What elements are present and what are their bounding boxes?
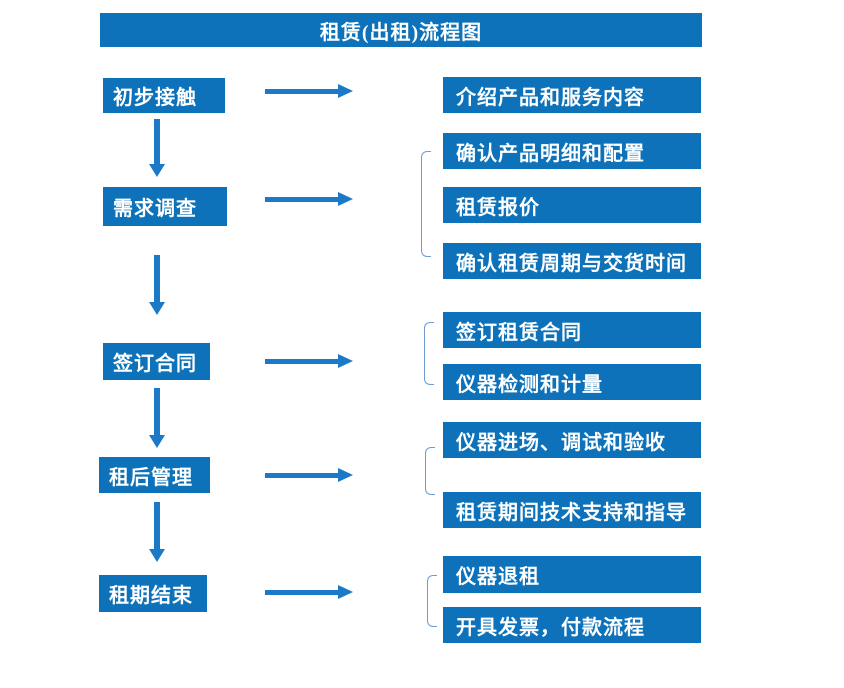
stage-box-sign-contract: 签订合同 [103,343,210,380]
arrow-down-shaft [154,502,160,549]
left-bracket-icon [425,447,435,495]
arrow-right-shaft [265,196,338,202]
arrow-down-head [149,549,165,562]
arrow-right-head [338,84,353,98]
arrow-right-head [338,354,353,368]
arrow-right-shaft [265,472,338,478]
detail-box-instrument-setup-acceptance: 仪器进场、调试和验收 [443,422,701,458]
stage-box-post-rental-management: 租后管理 [99,457,210,493]
arrow-right-head [338,192,353,206]
arrow-right-icon [265,192,353,206]
detail-box-instrument-testing: 仪器检测和计量 [443,364,701,400]
arrow-right-shaft [265,589,338,595]
stage-box-rental-end: 租期结束 [99,575,207,612]
detail-box-rental-quote: 租赁报价 [443,187,701,223]
arrow-right-icon [265,84,353,98]
detail-box-invoice-payment: 开具发票，付款流程 [443,607,701,643]
arrow-down-icon [149,502,165,562]
left-bracket-icon [421,151,431,257]
stage-box-needs-survey: 需求调查 [103,187,227,226]
arrow-right-head [338,468,353,482]
detail-box-sign-rental-contract: 签订租赁合同 [443,312,701,348]
arrow-down-head [149,302,165,315]
left-bracket-icon [424,322,434,385]
arrow-down-shaft [154,119,160,164]
flowchart-title: 租赁(出租)流程图 [100,13,702,47]
arrow-right-icon [265,468,353,482]
detail-box-instrument-return: 仪器退租 [443,556,701,593]
arrow-down-icon [149,119,165,177]
detail-box-confirm-rental-period: 确认租赁周期与交货时间 [443,243,701,279]
arrow-down-shaft [154,388,160,435]
arrow-down-icon [149,388,165,448]
arrow-right-head [338,585,353,599]
detail-box-introduce-products: 介绍产品和服务内容 [443,77,701,113]
detail-box-confirm-product-details: 确认产品明细和配置 [443,133,701,169]
arrow-down-shaft [154,255,160,302]
left-bracket-icon [427,575,437,627]
detail-box-tech-support: 租赁期间技术支持和指导 [443,492,701,528]
arrow-down-icon [149,255,165,315]
arrow-right-shaft [265,88,338,94]
arrow-down-head [149,435,165,448]
stage-box-initial-contact: 初步接触 [103,78,225,113]
arrow-right-icon [265,354,353,368]
arrow-right-icon [265,585,353,599]
arrow-down-head [149,164,165,177]
arrow-right-shaft [265,358,338,364]
